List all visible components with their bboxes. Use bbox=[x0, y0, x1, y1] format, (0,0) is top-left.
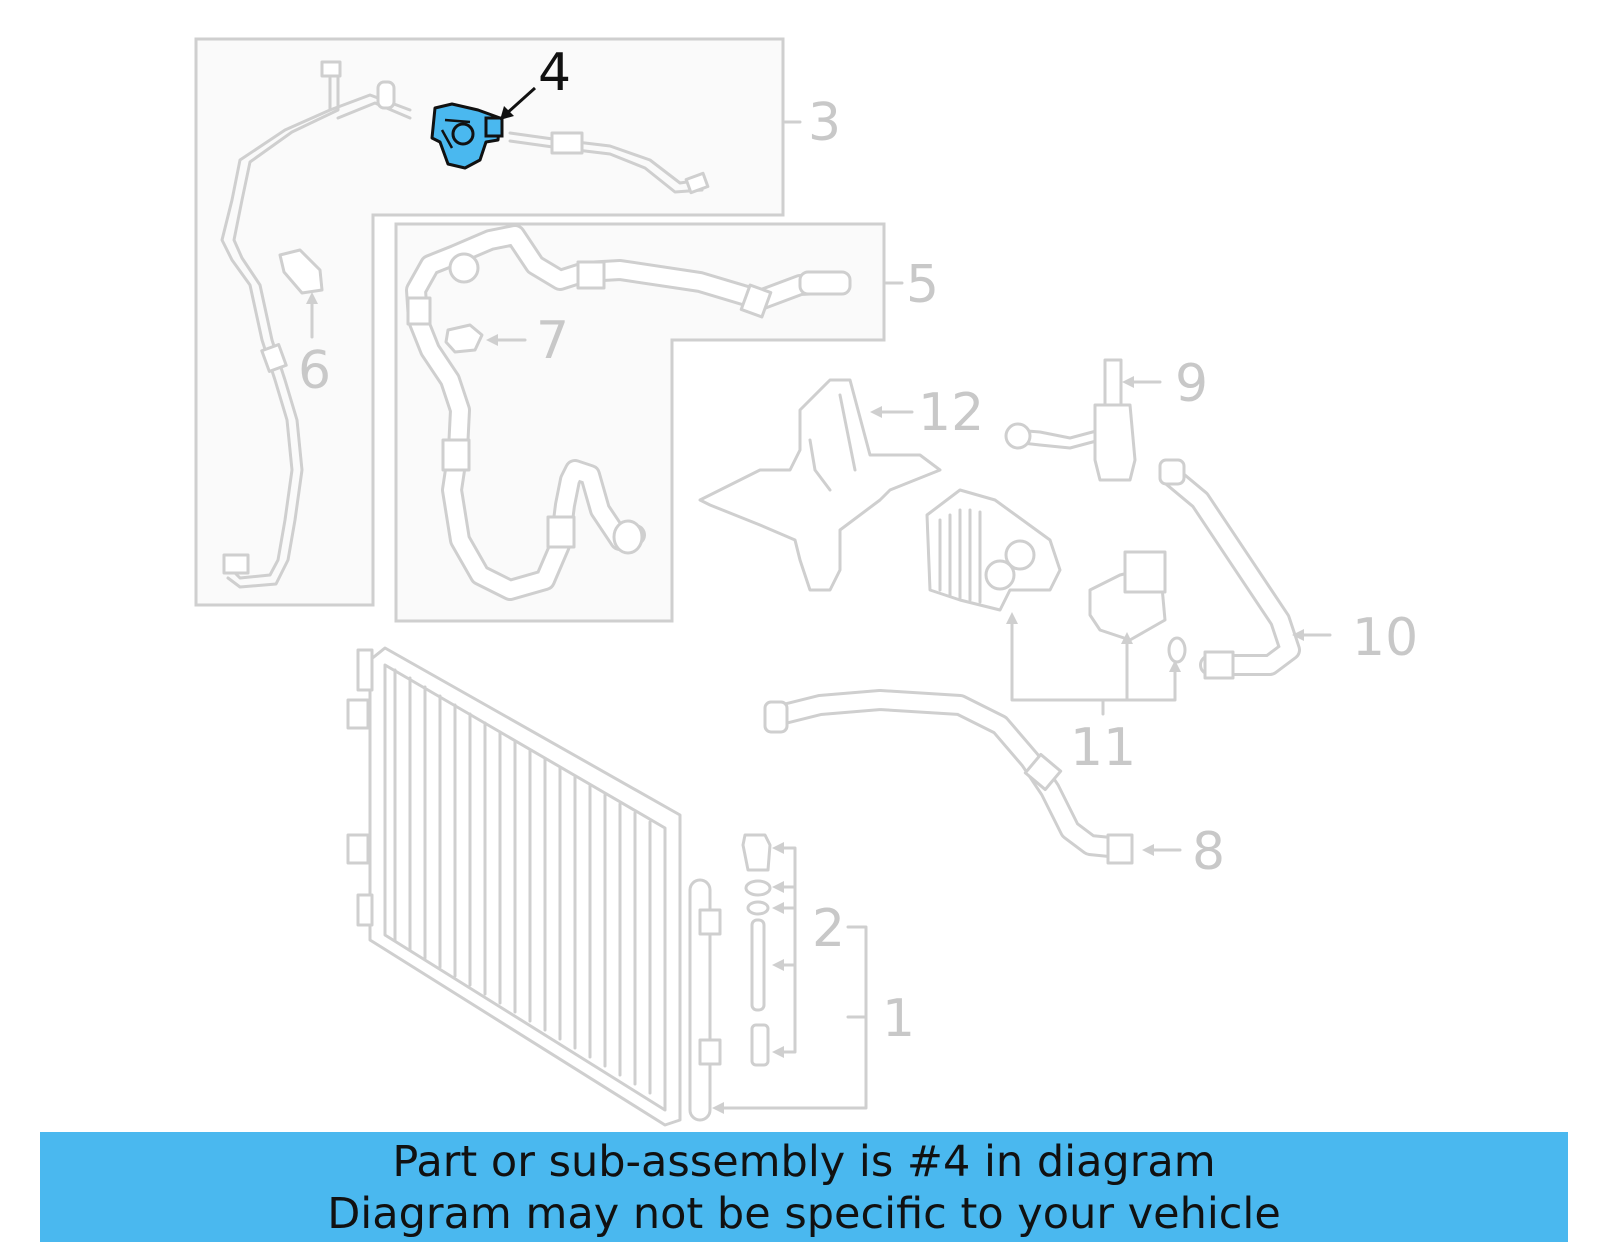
part-2-kit bbox=[712, 833, 868, 1114]
callout-2: 2 bbox=[812, 899, 845, 959]
callout-12: 12 bbox=[918, 383, 984, 443]
callout-9: 9 bbox=[1175, 354, 1208, 414]
callout-11: 11 bbox=[1070, 718, 1136, 778]
callout-5: 5 bbox=[906, 255, 939, 315]
group-5-box bbox=[394, 222, 886, 623]
part-1-condenser bbox=[346, 646, 722, 1127]
callout-8: 8 bbox=[1192, 822, 1225, 882]
part-8-hose bbox=[763, 689, 1182, 865]
banner-line-2: Diagram may not be specific to your vehi… bbox=[327, 1189, 1281, 1239]
callout-4: 4 bbox=[538, 43, 571, 103]
part-6-sensor bbox=[278, 248, 324, 339]
part-7-sensor bbox=[444, 323, 527, 354]
part-12-bracket bbox=[698, 378, 942, 592]
callout-6: 6 bbox=[298, 341, 331, 401]
callout-10: 10 bbox=[1352, 608, 1418, 668]
part-11-components bbox=[925, 488, 1187, 716]
ac-line-5 bbox=[405, 224, 852, 601]
ac-line-3 bbox=[220, 60, 710, 589]
part-9-fitting bbox=[1004, 358, 1162, 482]
part-10-hose bbox=[1158, 458, 1332, 680]
callout-7: 7 bbox=[536, 311, 569, 371]
banner-line-1: Part or sub-assembly is #4 in diagram bbox=[392, 1137, 1216, 1187]
part-4-highlighted bbox=[430, 86, 537, 170]
callout-3: 3 bbox=[808, 93, 841, 153]
info-banner: Part or sub-assembly is #4 in diagram Di… bbox=[40, 1132, 1568, 1242]
group-3-box bbox=[194, 37, 785, 607]
callout-1: 1 bbox=[882, 989, 915, 1049]
